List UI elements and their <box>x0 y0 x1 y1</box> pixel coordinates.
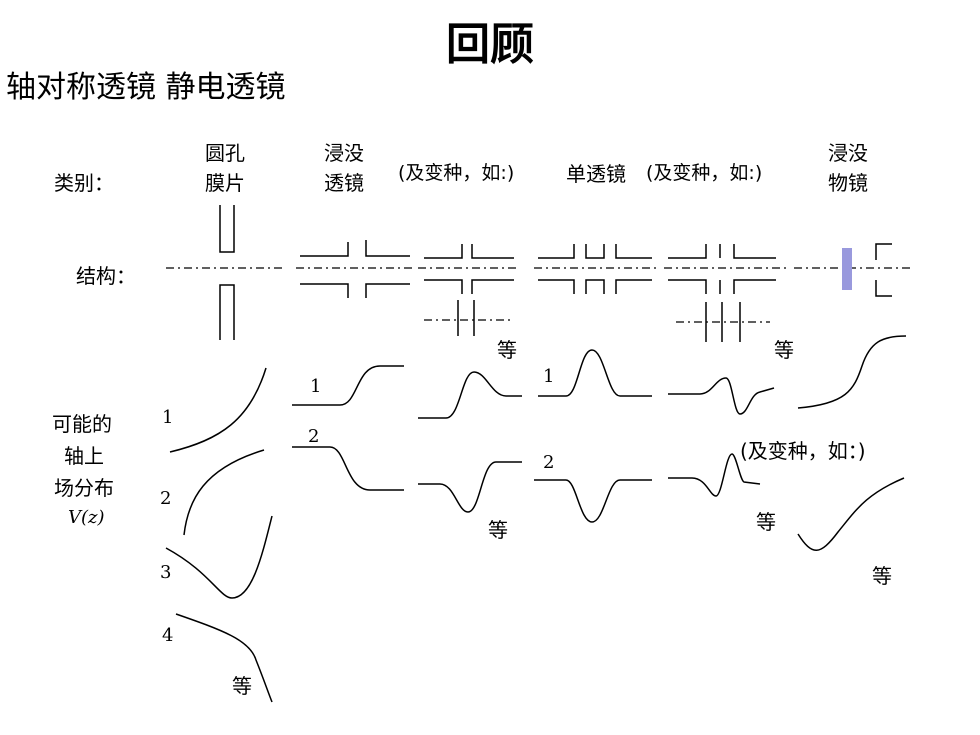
curve-number: 1 <box>162 407 174 428</box>
einzel-structure <box>534 244 658 294</box>
category-immersion-2: 透镜 <box>324 171 364 195</box>
curve-number: 1 <box>543 366 555 387</box>
aperture-field-curves <box>165 367 273 703</box>
category-einzel: 单透镜 <box>566 162 626 186</box>
category-variant-a: (及变种，如:) <box>398 162 515 184</box>
page-title: 回顾 <box>446 19 534 70</box>
row-label-field-1: 可能的 <box>52 412 112 436</box>
category-objective-1: 浸没 <box>828 141 868 165</box>
category-objective-2: 物镜 <box>828 171 868 195</box>
category-aperture-1: 圆孔 <box>205 141 245 165</box>
row-label-structure: 结构： <box>76 264 136 288</box>
curve-number: 2 <box>308 426 320 447</box>
etc-label: 等 <box>756 510 776 534</box>
curve-number: 3 <box>160 562 172 583</box>
einzel-field-curves <box>534 349 652 523</box>
row-label-category: 类别： <box>54 171 114 195</box>
objective-electrode <box>842 248 852 290</box>
variant-b-field-curves <box>668 377 775 497</box>
category-variant-b: (及变种，如:) <box>646 162 763 184</box>
page-subtitle: 轴对称透镜 静电透镜 <box>6 70 286 105</box>
objective-variant-label: (及变种，如：) <box>740 439 866 463</box>
etc-label: 等 <box>774 338 794 362</box>
objective-field-curves <box>797 335 907 551</box>
etc-label: 等 <box>497 338 517 362</box>
aperture-structure <box>166 205 284 340</box>
category-aperture-2: 膜片 <box>205 171 245 195</box>
variant-a-field-curves <box>418 371 522 513</box>
category-immersion-1: 浸没 <box>324 141 364 165</box>
row-label-field-2: 轴上 <box>64 444 104 468</box>
curve-number: 1 <box>310 376 322 397</box>
row-label-field-4: V(z) <box>68 507 105 528</box>
objective-structure <box>794 243 912 297</box>
row-label-field-3: 场分布 <box>54 476 114 500</box>
etc-label: 等 <box>872 564 892 588</box>
etc-label: 等 <box>488 518 508 542</box>
curve-number: 2 <box>543 452 555 473</box>
variant-b-structure <box>664 244 788 342</box>
variant-a-structure <box>418 244 518 336</box>
curve-number: 4 <box>162 625 174 646</box>
etc-label: 等 <box>232 674 252 698</box>
immersion-field-curves <box>292 365 404 491</box>
curve-number: 2 <box>160 488 172 509</box>
immersion-structure <box>296 240 412 298</box>
